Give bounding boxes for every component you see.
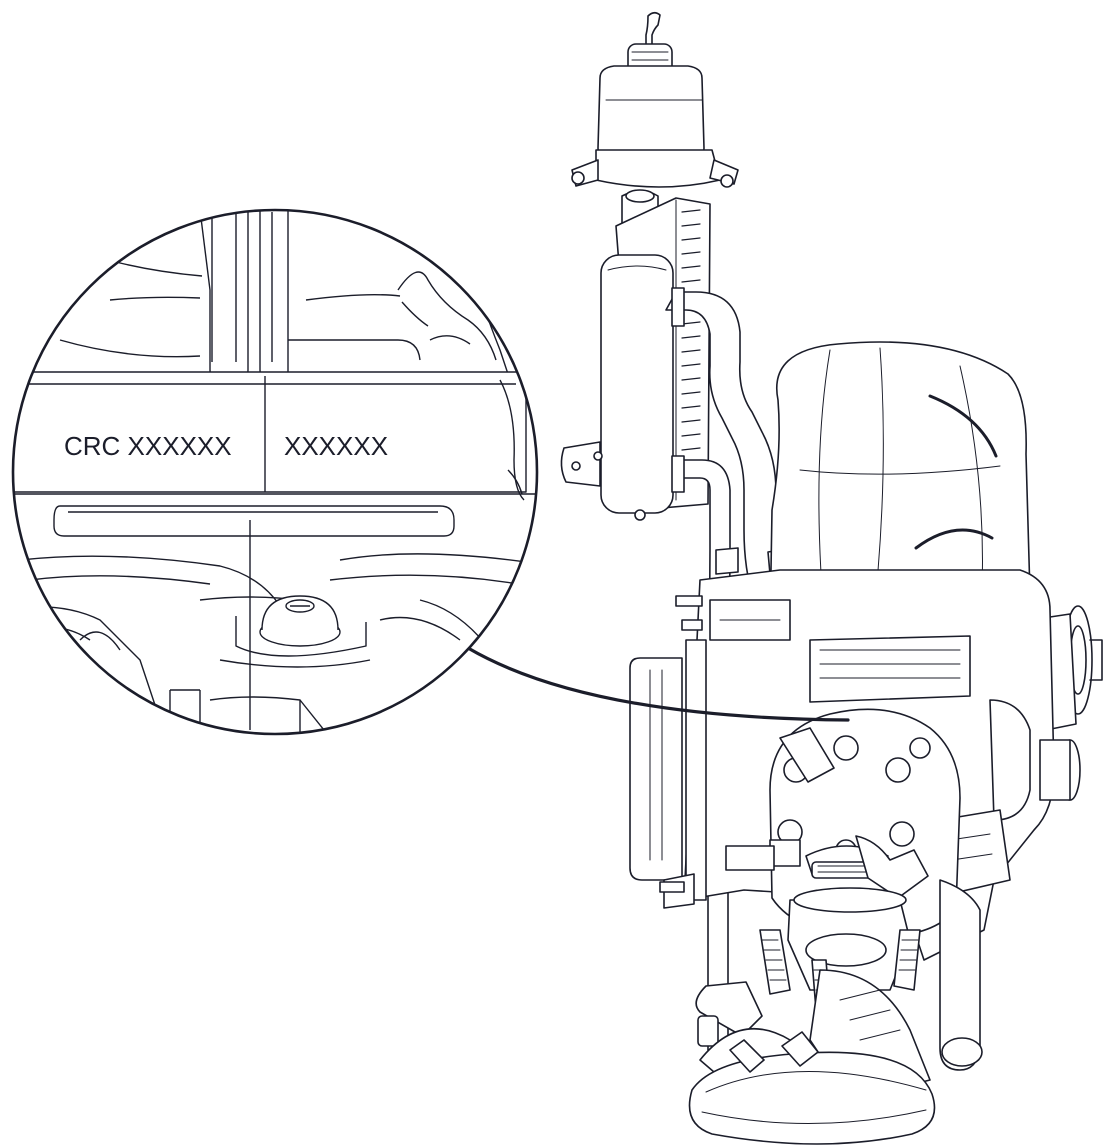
lower-assembly <box>688 879 983 1145</box>
callout-leader-line <box>466 646 850 722</box>
engine-assembly <box>560 11 1103 1145</box>
serial-number-right: XXXXXX <box>284 431 388 461</box>
magnifier-rim <box>11 208 539 736</box>
serial-number-left: CRC XXXXXX <box>64 431 232 461</box>
cylinder-head <box>725 708 961 939</box>
magnifier-callout: CRC XXXXXX XXXXXX <box>11 208 539 736</box>
coolant-reservoir <box>571 11 739 227</box>
radiator <box>560 197 711 521</box>
